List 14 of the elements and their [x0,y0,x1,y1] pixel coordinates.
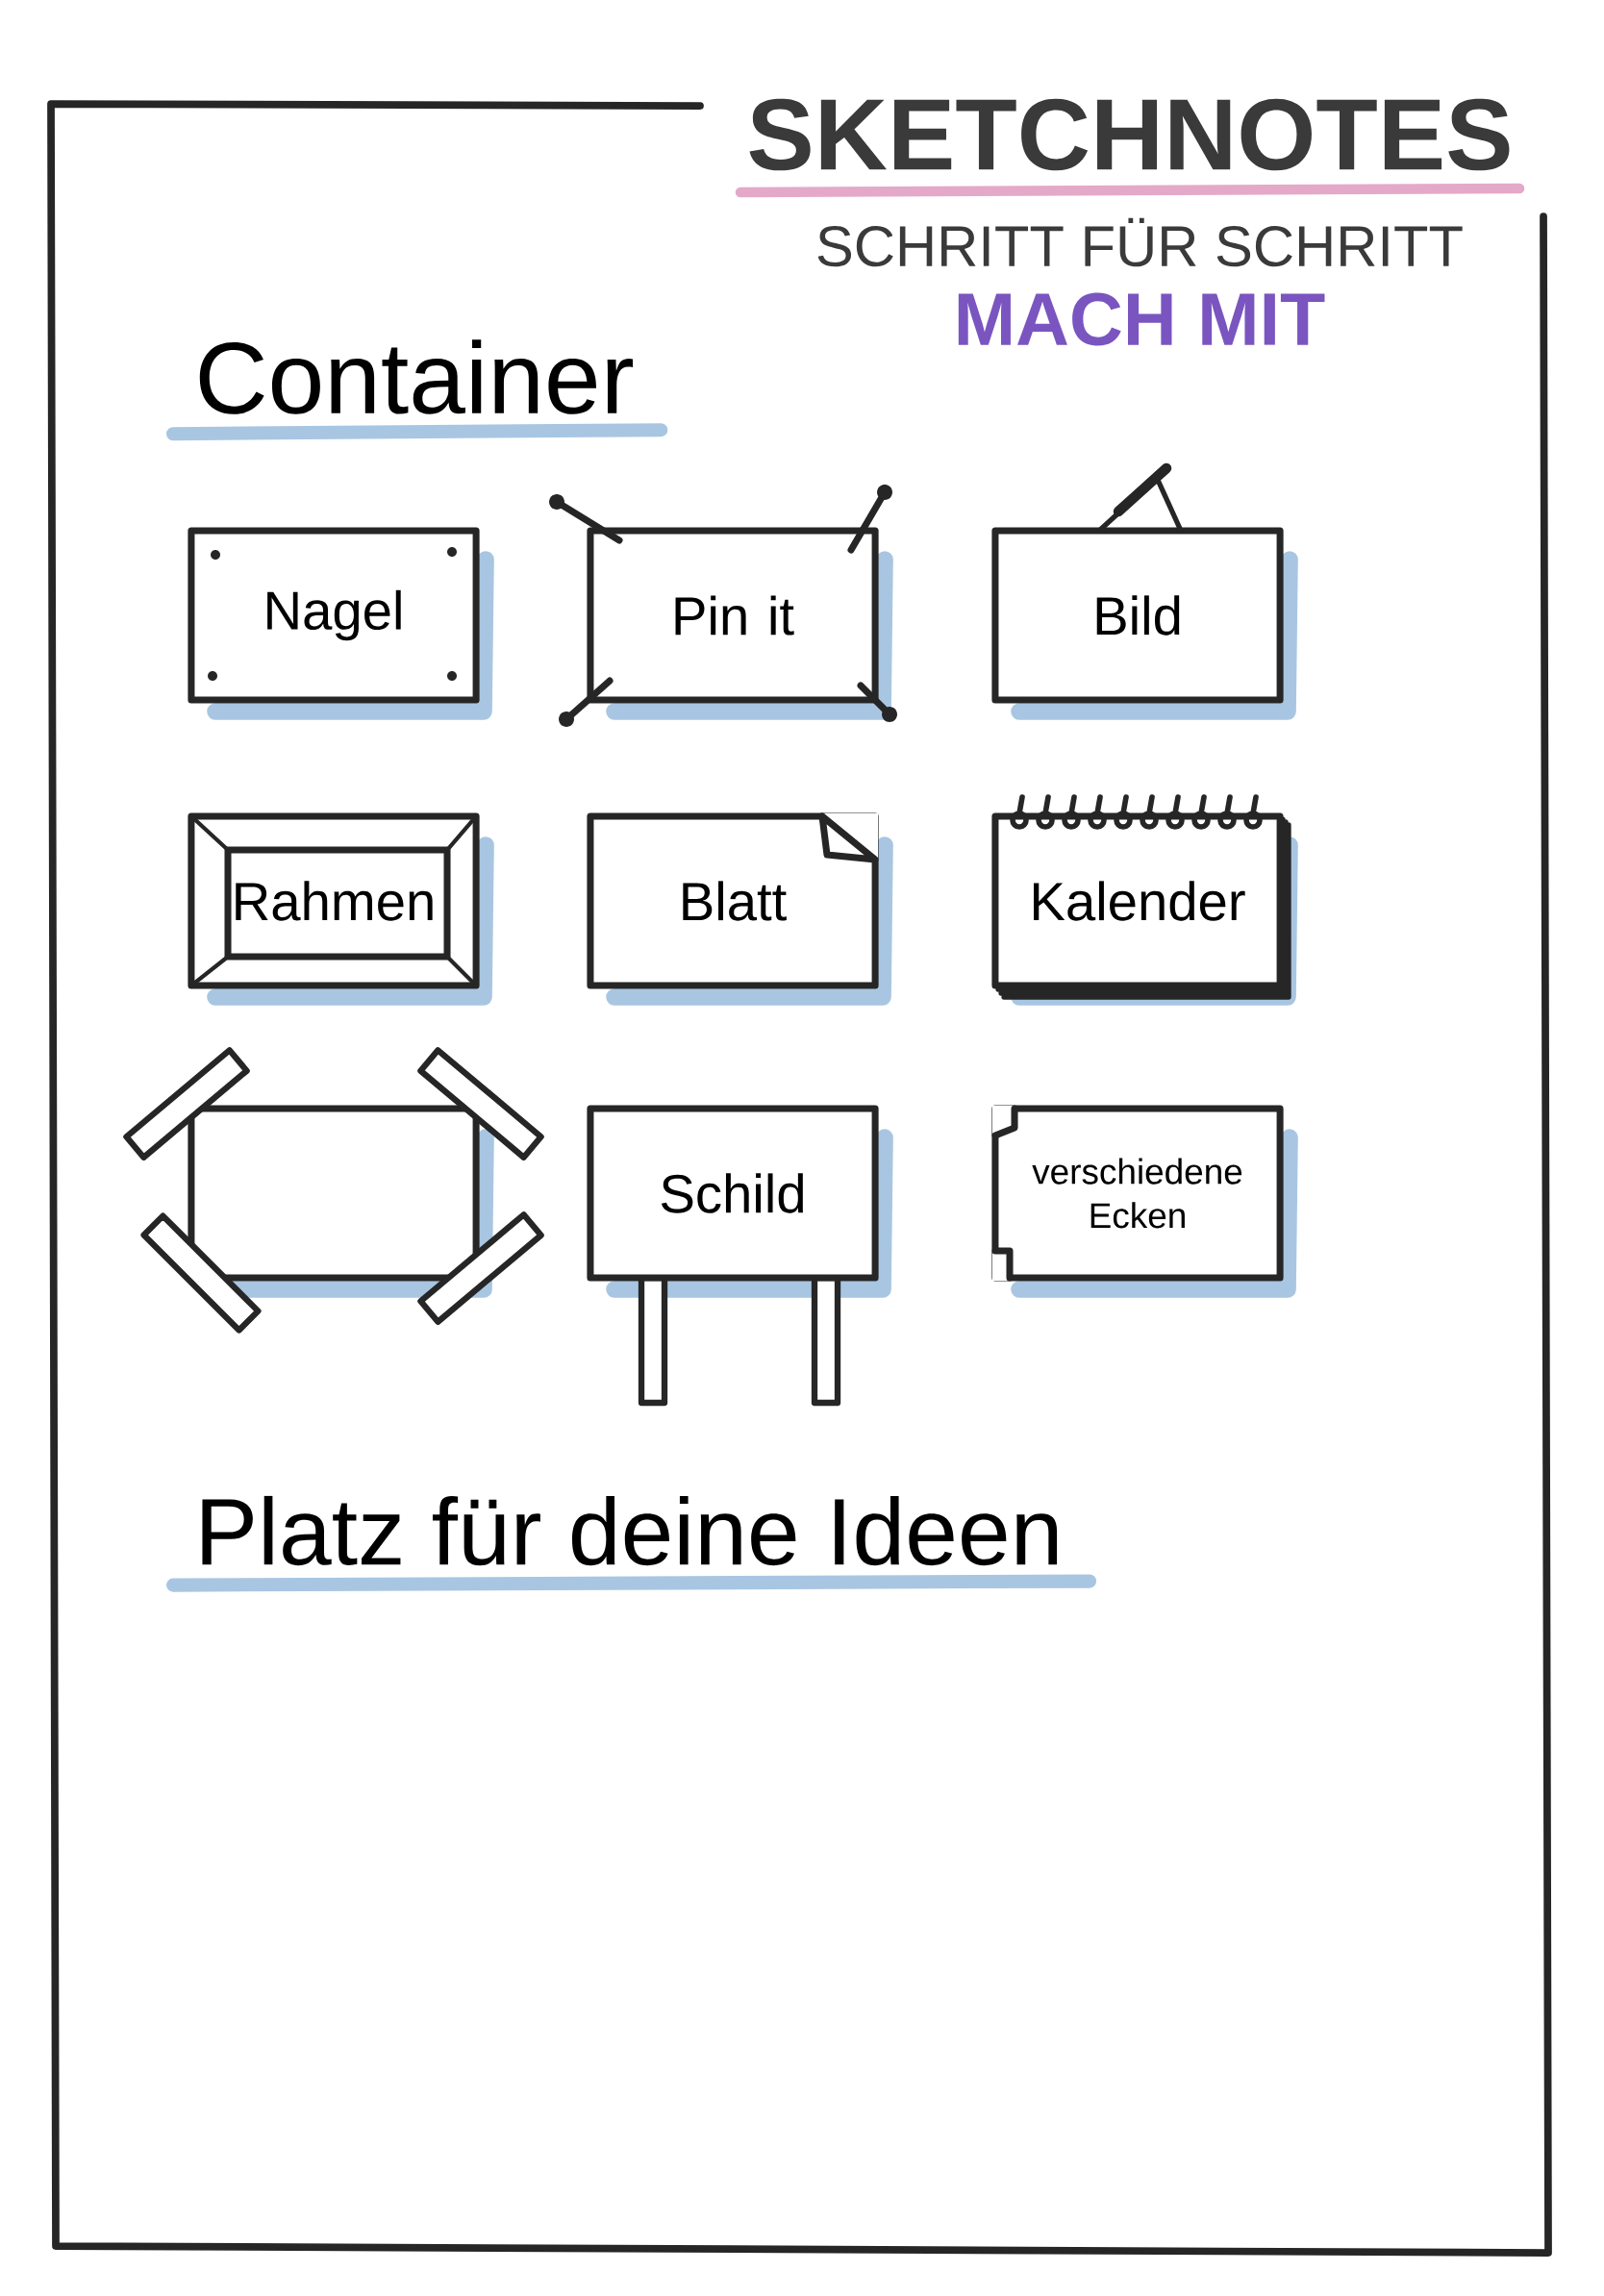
container-drawing: Schild [587,1105,893,1407]
title: SKETCHNOTES [749,98,1510,171]
container-drawing: verschiedene Ecken [991,1105,1298,1298]
banner-text: MACH MIT [958,292,1325,346]
container-drawing: Pin it [549,485,897,727]
section-heading: Container [199,339,633,414]
section-heading: Platz für deine Ideen [202,1495,1058,1566]
container-drawing: Blatt [587,812,893,1006]
container-drawing [123,1047,544,1334]
container-drawing: Kalender [991,794,1298,1006]
container-drawing: Bild [991,462,1298,720]
container-drawing: Rahmen [188,812,494,1006]
subtitle: SCHRITT FÜR SCHRITT [817,217,1463,267]
container-drawing: Nagel [188,527,494,720]
